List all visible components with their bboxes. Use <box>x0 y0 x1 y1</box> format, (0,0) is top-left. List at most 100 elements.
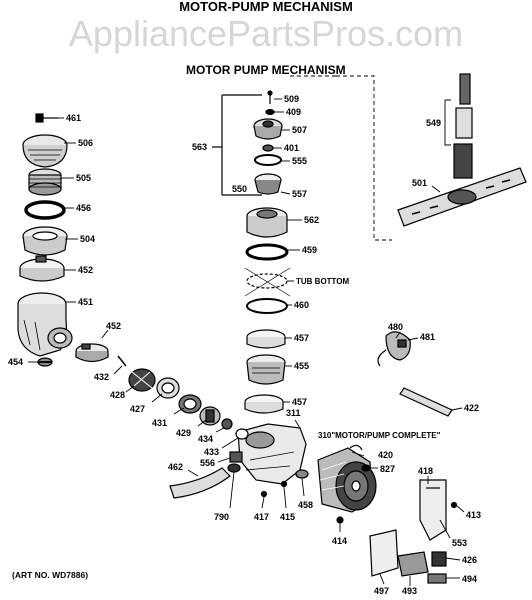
housing-451-icon <box>17 292 73 357</box>
label-480: 480 <box>388 322 403 332</box>
threaded-nut-505-icon <box>28 168 62 196</box>
label-562: 562 <box>304 215 319 225</box>
label-790: 790 <box>214 512 229 522</box>
ring-457b-icon <box>244 394 284 414</box>
spray-tube-549-icon <box>444 73 473 179</box>
label-452: 452 <box>78 265 93 275</box>
label-434: 434 <box>198 434 213 444</box>
label-455: 455 <box>294 361 309 371</box>
label-553: 553 <box>452 538 467 548</box>
label-549: 549 <box>426 118 441 128</box>
pump-body-311-icon <box>235 423 307 485</box>
label-417: 417 <box>254 512 269 522</box>
label-460: 460 <box>294 300 309 310</box>
label-420: 420 <box>378 450 393 460</box>
spring-420-icon <box>349 444 363 451</box>
label-457: 457 <box>294 333 309 343</box>
clamp-452b-icon <box>75 343 109 363</box>
label-426: 426 <box>462 555 477 565</box>
motor-icon <box>317 447 377 513</box>
label-481: 481 <box>420 332 435 342</box>
strip-422-icon <box>399 387 453 417</box>
solenoid-426-icon <box>431 551 447 567</box>
screw-509-icon <box>267 90 273 104</box>
label-tub-bottom: TUB BOTTOM <box>296 277 350 286</box>
label-422: 422 <box>464 403 479 413</box>
label-493: 493 <box>402 586 417 596</box>
washer-434-icon <box>221 418 233 430</box>
watermark: AppliancePartsPros.com <box>68 13 464 54</box>
page-title: MOTOR-PUMP MECHANISM <box>179 0 353 14</box>
dashed-group-outline <box>290 75 392 241</box>
impeller-428-icon <box>128 368 156 392</box>
label-458: 458 <box>298 500 313 510</box>
screw-461-icon <box>35 113 58 123</box>
washer-401-icon <box>262 144 274 152</box>
art-number: (ART NO. WD7886) <box>12 570 89 580</box>
label-462: 462 <box>168 462 183 472</box>
label-501: 501 <box>412 178 427 188</box>
filter-455-icon <box>246 354 286 385</box>
clamp-790-icon <box>227 463 241 473</box>
screw-417-icon <box>260 490 268 498</box>
label-418: 418 <box>418 466 433 476</box>
bracket-493-icon <box>397 551 429 577</box>
seal-458-icon <box>295 469 309 479</box>
label-401: 401 <box>284 143 299 153</box>
label-507: 507 <box>292 125 307 135</box>
label-311: 311 <box>286 408 301 418</box>
bracket-418-icon <box>419 479 447 541</box>
label-428: 428 <box>110 390 125 400</box>
propeller-480-icon <box>377 331 411 367</box>
nut-409-icon <box>265 108 275 116</box>
diagram-subtitle: MOTOR PUMP MECHANISM <box>186 63 346 77</box>
screw-415-icon <box>280 480 288 488</box>
label-557: 557 <box>292 189 307 199</box>
ring-431-icon <box>178 394 202 414</box>
clamp-452-icon <box>19 255 65 282</box>
label-509: 509 <box>284 94 299 104</box>
label-556: 556 <box>200 458 215 468</box>
screw-413-icon <box>450 501 458 509</box>
label-409: 409 <box>286 107 301 117</box>
label-506: 506 <box>78 138 93 148</box>
bracket-497-icon <box>369 529 399 577</box>
label-414: 414 <box>332 536 347 546</box>
fitting-556-icon <box>229 451 243 463</box>
ring-457a-icon <box>246 329 286 349</box>
clip-827-icon <box>361 464 371 472</box>
label-504: 504 <box>80 234 95 244</box>
label-433: 433 <box>204 447 219 457</box>
gasket-555-icon <box>254 154 282 166</box>
label-550: 550 <box>232 184 247 194</box>
label-555: 555 <box>292 156 307 166</box>
shaft-432-icon <box>117 355 127 367</box>
label-432: 432 <box>94 372 109 382</box>
collar-504-icon <box>22 226 68 256</box>
tub-bottom-icon <box>244 267 291 297</box>
label-429: 429 <box>176 428 191 438</box>
gasket-460-icon <box>246 298 288 314</box>
nut-481-icon <box>397 339 407 348</box>
label-497: 497 <box>374 586 389 596</box>
label-456: 456 <box>76 203 91 213</box>
leader-lines <box>28 98 465 586</box>
label-459: 459 <box>302 245 317 255</box>
label-827: 827 <box>380 464 395 474</box>
label-563: 563 <box>192 142 207 152</box>
label-427: 427 <box>130 404 145 414</box>
cap-550-icon <box>254 173 282 195</box>
label-413: 413 <box>466 510 481 520</box>
spray-arm-501-icon <box>397 167 527 227</box>
hub-507-icon <box>253 118 283 140</box>
group-bracket-563 <box>212 94 262 196</box>
collar-562-icon <box>246 207 288 238</box>
label-431: 431 <box>152 418 167 428</box>
clip-494-icon <box>427 573 447 584</box>
label-494: 494 <box>462 574 477 584</box>
label-454: 454 <box>8 357 23 367</box>
label-505: 505 <box>76 173 91 183</box>
gasket-459-icon <box>245 243 289 261</box>
screw-414-icon <box>336 516 344 524</box>
